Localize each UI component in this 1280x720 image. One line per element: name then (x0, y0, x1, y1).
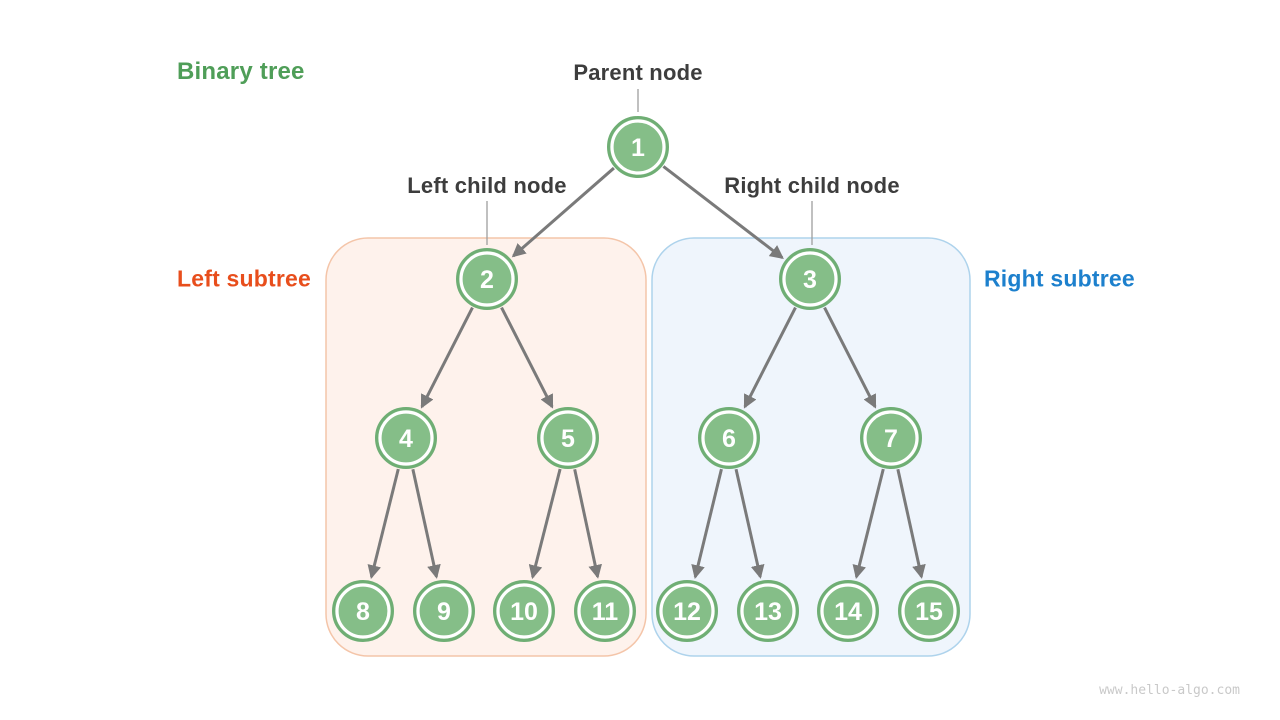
edge-6-12 (691, 468, 723, 579)
tree-node-2: 2 (456, 248, 518, 310)
tree-node-7: 7 (860, 407, 922, 469)
node-inner-ring (901, 583, 957, 639)
tree-node-1: 1 (607, 116, 669, 178)
left-subtree-label: Left subtree (177, 265, 312, 292)
node-value: 9 (437, 598, 451, 626)
node-circle (574, 580, 636, 642)
edge-3-6 (743, 306, 797, 409)
left-child-node-label: Left child node (407, 173, 567, 198)
left-subtree-box (325, 237, 647, 657)
right-child-node-label: Right child node (724, 173, 900, 198)
tree-node-4: 4 (375, 407, 437, 469)
node-inner-ring (459, 251, 515, 307)
node-circle (898, 580, 960, 642)
node-inner-ring (701, 410, 757, 466)
right-subtree-label: Right subtree (984, 265, 1135, 292)
diagram-title: Binary tree (177, 58, 305, 85)
watermark: www.hello-algo.com (1099, 683, 1240, 698)
node-circle (607, 116, 669, 178)
node-circle (537, 407, 599, 469)
edge-1-3 (662, 165, 784, 259)
node-circle (332, 580, 394, 642)
edge-7-15 (896, 468, 926, 579)
node-circle (375, 407, 437, 469)
node-value: 1 (631, 134, 645, 162)
tree-node-9: 9 (413, 580, 475, 642)
node-inner-ring (540, 410, 596, 466)
node-inner-ring (496, 583, 552, 639)
node-value: 10 (510, 598, 538, 626)
edge-5-10 (528, 468, 562, 580)
node-inner-ring (863, 410, 919, 466)
edge-2-4 (420, 306, 474, 409)
tree-node-3: 3 (779, 248, 841, 310)
node-value: 11 (592, 598, 619, 626)
node-value: 4 (399, 425, 413, 453)
node-inner-ring (416, 583, 472, 639)
edge-4-8 (367, 468, 400, 580)
node-inner-ring (740, 583, 796, 639)
node-value: 13 (754, 598, 782, 626)
node-circle (817, 580, 879, 642)
parent-node-label: Parent node (573, 60, 703, 85)
tree-node-15: 15 (898, 580, 960, 642)
node-circle (860, 407, 922, 469)
node-circle (737, 580, 799, 642)
tree-node-10: 10 (493, 580, 555, 642)
node-circle (656, 580, 718, 642)
node-value: 6 (722, 425, 736, 453)
edge-1-2 (511, 166, 615, 258)
node-circle (698, 407, 760, 469)
tree-node-6: 6 (698, 407, 760, 469)
node-inner-ring (335, 583, 391, 639)
edge-5-11 (573, 468, 602, 579)
node-circle (779, 248, 841, 310)
node-value: 15 (915, 598, 943, 626)
node-inner-ring (820, 583, 876, 639)
node-circle (493, 580, 555, 642)
node-value: 5 (561, 425, 575, 453)
tree-node-12: 12 (656, 580, 718, 642)
node-circle (413, 580, 475, 642)
node-value: 8 (356, 598, 370, 626)
node-inner-ring (378, 410, 434, 466)
edge-2-5 (500, 306, 554, 409)
edge-6-13 (734, 468, 765, 579)
node-inner-ring (782, 251, 838, 307)
right-subtree-box (651, 237, 971, 657)
edge-7-14 (852, 468, 885, 580)
tree-node-8: 8 (332, 580, 394, 642)
node-value: 3 (803, 266, 817, 294)
tree-node-11: 11 (574, 580, 636, 642)
node-value: 14 (834, 598, 862, 626)
node-value: 12 (673, 598, 701, 626)
tree-node-14: 14 (817, 580, 879, 642)
tree-node-5: 5 (537, 407, 599, 469)
edge-3-7 (823, 306, 877, 409)
node-inner-ring (610, 119, 666, 175)
edge-4-9 (411, 468, 441, 579)
node-value: 2 (480, 266, 494, 294)
node-inner-ring (659, 583, 715, 639)
node-value: 7 (884, 425, 898, 453)
node-circle (456, 248, 518, 310)
tree-node-13: 13 (737, 580, 799, 642)
node-inner-ring (577, 583, 633, 639)
